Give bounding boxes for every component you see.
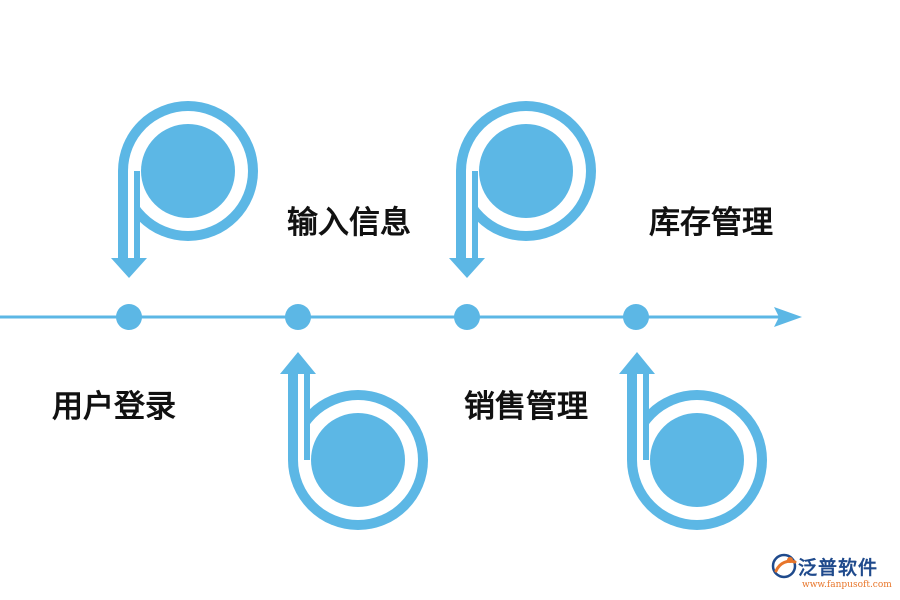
step-label-login: 用户登录 xyxy=(52,389,176,425)
step-node xyxy=(116,304,142,330)
step-label-sales: 销售管理 xyxy=(464,389,588,425)
step-node xyxy=(454,304,480,330)
loop-arrow-up-icon xyxy=(619,352,767,530)
step-label-inventory: 库存管理 xyxy=(649,205,773,241)
brand-name: 泛普软件 xyxy=(798,557,879,579)
loop-arrow-down-icon xyxy=(449,101,596,278)
step-node xyxy=(285,304,311,330)
brand-url: www.fanpusoft.com xyxy=(802,580,892,590)
step-label-input-info: 输入信息 xyxy=(287,205,411,241)
loop-arrow-up-icon xyxy=(280,352,428,530)
step-node xyxy=(623,304,649,330)
brand-logo: 泛普软件 www.fanpusoft.com xyxy=(770,550,895,596)
timeline-arrowhead xyxy=(774,307,802,327)
loop-arrow-down-icon xyxy=(111,101,258,278)
fanpu-logo-icon xyxy=(771,553,797,579)
